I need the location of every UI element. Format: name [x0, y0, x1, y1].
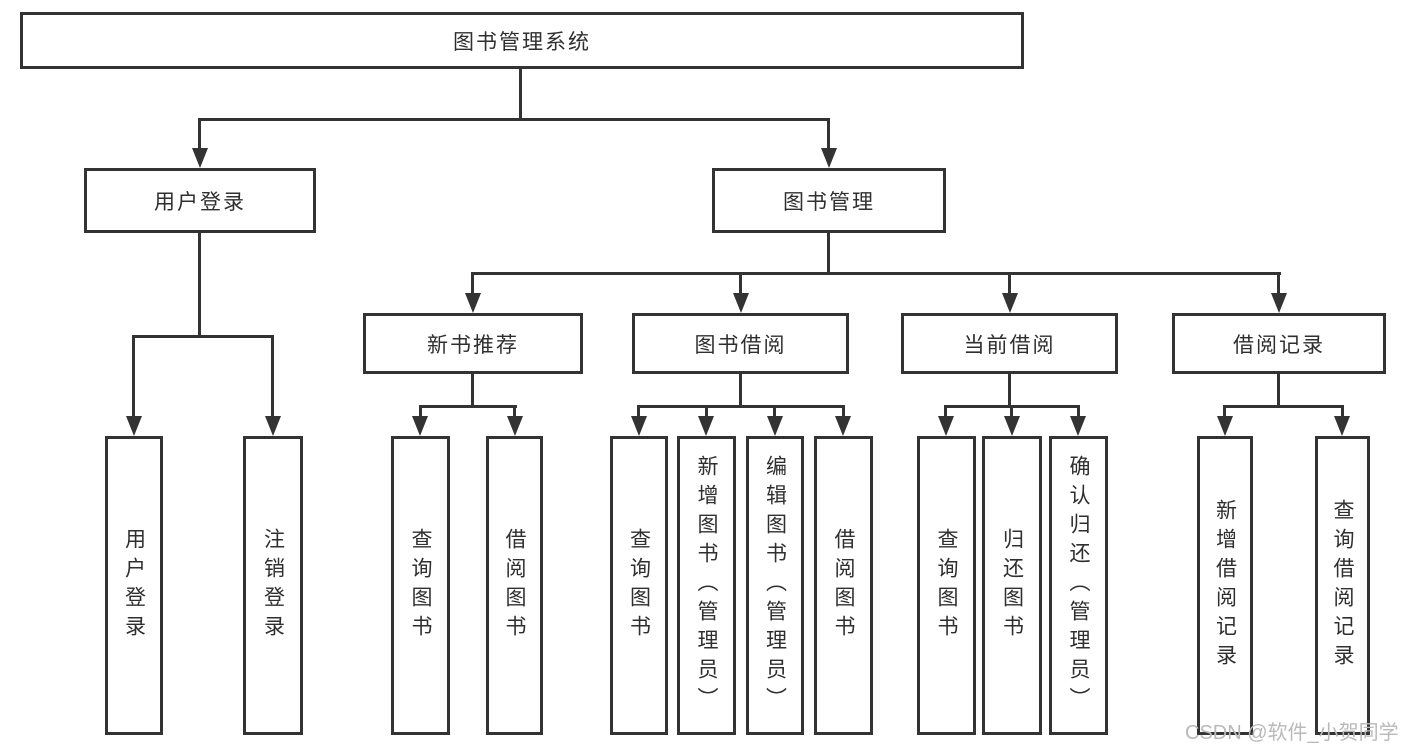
arrowhead-icon — [412, 416, 428, 436]
connector-line — [1010, 405, 1013, 419]
connector-line — [739, 372, 742, 408]
node-user-login: 用户登录 — [84, 168, 316, 233]
connector-line — [198, 118, 830, 121]
connector-line — [471, 372, 474, 408]
node-leaf-query-borrow-record: 查询借阅记录 — [1315, 436, 1370, 735]
node-leaf-logout: 注销登录 — [243, 436, 303, 735]
connector-line — [1341, 405, 1344, 419]
leaf-label: 查询图书 — [627, 527, 651, 644]
node-leaf-user-login: 用户登录 — [105, 436, 163, 735]
arrowhead-icon — [265, 416, 281, 436]
leaf-label: 编辑图书（管理员） — [763, 455, 787, 716]
arrowhead-icon — [938, 416, 954, 436]
arrowhead-icon — [1070, 416, 1086, 436]
connector-line — [519, 68, 522, 121]
arrowhead-icon — [698, 416, 714, 436]
node-leaf-add-borrow-record: 新增借阅记录 — [1197, 436, 1253, 735]
connector-line — [132, 335, 274, 338]
arrowhead-icon — [835, 416, 851, 436]
connector-line — [1277, 272, 1280, 296]
connector-line — [944, 405, 947, 419]
connector-line — [1077, 405, 1080, 419]
arrowhead-icon — [1334, 416, 1350, 436]
arrowhead-icon — [126, 416, 142, 436]
arrowhead-icon — [821, 148, 837, 168]
leaf-label: 归还图书 — [1000, 527, 1024, 644]
connector-line — [637, 405, 640, 419]
leaf-label: 用户登录 — [122, 527, 146, 644]
node-new-book-recommendation: 新书推荐 — [363, 313, 583, 374]
node-book-borrowing: 图书借阅 — [632, 313, 849, 374]
node-book-management: 图书管理 — [712, 168, 946, 233]
node-leaf-add-books-admin: 新增图书（管理员） — [677, 436, 736, 735]
leaf-label: 查询图书 — [409, 527, 432, 644]
connector-line — [705, 405, 708, 419]
leaf-label: 借阅图书 — [503, 527, 526, 644]
connector-line — [739, 272, 742, 296]
arrowhead-icon — [1271, 293, 1287, 313]
leaf-label: 确认归还（管理员） — [1067, 455, 1090, 716]
arrowhead-icon — [507, 416, 523, 436]
node-leaf-confirm-return-admin: 确认归还（管理员） — [1049, 436, 1108, 735]
node-leaf-borrow-books-recommend: 借阅图书 — [486, 436, 543, 735]
connector-line — [1277, 372, 1280, 408]
arrowhead-icon — [1002, 293, 1018, 313]
connector-line — [198, 118, 201, 151]
connector-line — [827, 118, 830, 151]
node-current-borrowing: 当前借阅 — [901, 313, 1118, 374]
watermark: CSDN @软件_小贺同学 — [1185, 722, 1399, 744]
arrowhead-icon — [767, 416, 783, 436]
arrowhead-icon — [465, 293, 481, 313]
connector-line — [419, 405, 422, 419]
connector-line — [1223, 405, 1226, 419]
node-leaf-query-books-borrowing: 查询图书 — [610, 436, 668, 735]
node-library-management-system: 图书管理系统 — [20, 12, 1024, 69]
arrowhead-icon — [631, 416, 647, 436]
connector-line — [842, 405, 845, 419]
connector-line — [471, 272, 474, 296]
arrowhead-icon — [1217, 416, 1233, 436]
node-leaf-return-books: 归还图书 — [982, 436, 1042, 735]
connector-line — [198, 230, 201, 338]
node-leaf-borrow-books: 借阅图书 — [814, 436, 873, 735]
connector-line — [1223, 405, 1344, 408]
leaf-label: 借阅图书 — [832, 527, 855, 644]
connector-line — [419, 405, 517, 408]
leaf-label: 注销登录 — [261, 527, 285, 644]
node-leaf-query-books-recommend: 查询图书 — [391, 436, 450, 735]
leaf-label: 查询借阅记录 — [1331, 498, 1354, 673]
leaf-label: 新增图书（管理员） — [695, 455, 718, 716]
arrowhead-icon — [192, 148, 208, 168]
connector-line — [513, 405, 516, 419]
connector-line — [773, 405, 776, 419]
connector-line — [271, 335, 274, 419]
connector-line — [1008, 372, 1011, 408]
leaf-label: 查询图书 — [935, 527, 958, 644]
arrowhead-icon — [733, 293, 749, 313]
connector-line — [132, 335, 135, 419]
node-leaf-query-books-current: 查询图书 — [917, 436, 976, 735]
node-borrowing-records: 借阅记录 — [1172, 313, 1386, 374]
arrowhead-icon — [1004, 416, 1020, 436]
connector-line — [471, 272, 1281, 275]
leaf-label: 新增借阅记录 — [1213, 498, 1237, 673]
connector-line — [637, 405, 845, 408]
connector-line — [1008, 272, 1011, 296]
connector-line — [827, 230, 830, 275]
node-leaf-edit-books-admin: 编辑图书（管理员） — [746, 436, 804, 735]
